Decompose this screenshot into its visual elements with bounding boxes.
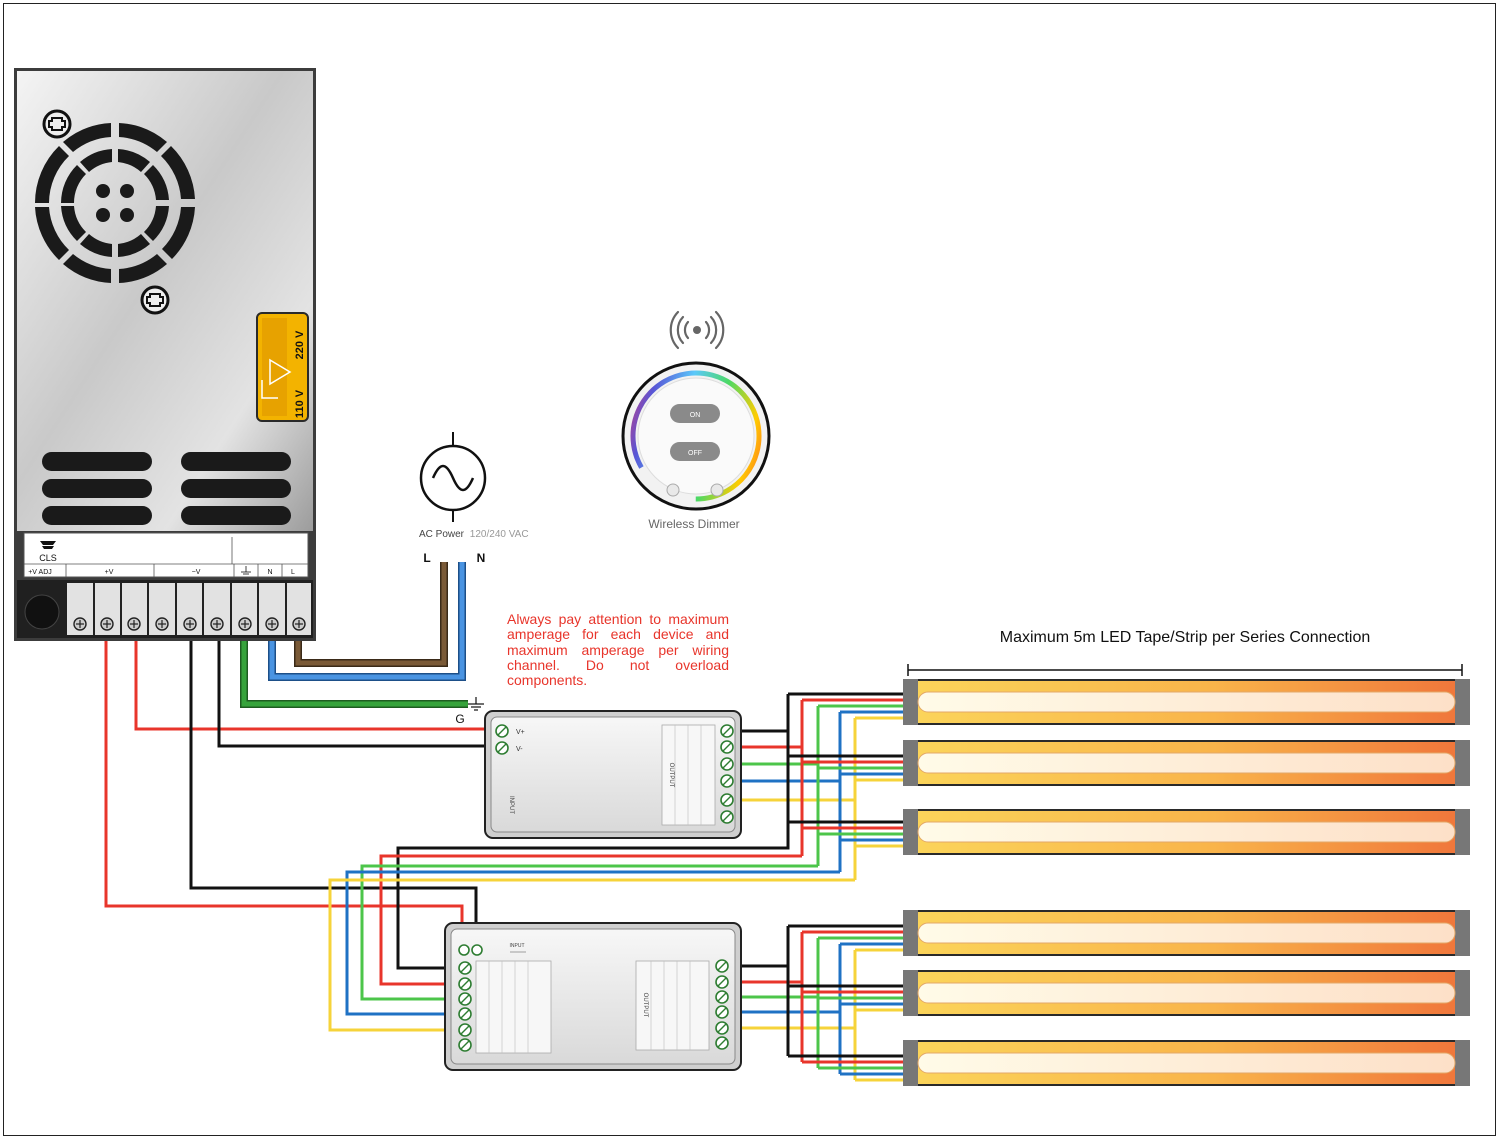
receiver-output-label: OUTPUT	[668, 763, 674, 788]
repeater-output-label: OUTPUT	[642, 993, 648, 1018]
terminal-block	[67, 583, 311, 635]
live-label: L	[423, 551, 430, 565]
terminal-screw-icon	[458, 944, 483, 956]
ac-voltage-label: 120/240 VAC	[470, 529, 529, 540]
ground-icon	[468, 697, 484, 711]
dimmer-high-button[interactable]	[710, 483, 724, 497]
receiver-vplus-label: V+	[516, 729, 525, 736]
vent-slots	[42, 452, 291, 525]
fan-grille-icon	[35, 123, 195, 283]
led-strip-5	[903, 970, 1470, 1016]
psu-positive-to-receiver	[134, 640, 500, 731]
power-supply: 220 V 110 V CLS +V ADJ +V −V N L	[14, 68, 316, 641]
svg-text:AC Power 120/240 VAC: AC Power 120/240 VAC	[419, 529, 529, 540]
dimmer-on-button[interactable]	[670, 404, 720, 423]
signal-repeater: INPUT OUTPUT	[444, 922, 742, 1071]
terminal-negative-label: −V	[192, 569, 201, 576]
receiver-vminus-label: V-	[516, 746, 523, 753]
ac-source: AC Power 120/240 VAC L N G	[419, 432, 529, 726]
voltage-high-label: 220 V	[294, 330, 306, 359]
led-strip-1	[903, 679, 1470, 725]
wireless-dimmer[interactable]: ON OFF Wireless Dimmer	[610, 310, 782, 531]
receiver-input-label: INPUT	[508, 796, 514, 814]
terminal-live-label: L	[291, 569, 295, 576]
terminal-labels: +V ADJ +V −V N L	[28, 569, 295, 576]
dimmer-low-button[interactable]	[666, 483, 680, 497]
psu-positive-to-repeater	[104, 640, 464, 940]
terminal-neutral-label: N	[267, 569, 272, 576]
ground-icon	[241, 566, 251, 575]
wireless-signal-icon	[669, 310, 725, 350]
led-strip-6	[903, 1040, 1470, 1086]
voltage-switch-icon[interactable]: 220 V 110 V	[256, 312, 309, 422]
dimmer-off-button[interactable]	[670, 442, 720, 461]
led-strip-4	[903, 910, 1470, 956]
dimmer-caption: Wireless Dimmer	[648, 517, 739, 531]
terminal-positive-label: +V	[105, 569, 114, 576]
voltage-low-label: 110 V	[294, 389, 306, 418]
ac-power-label: AC Power	[419, 529, 465, 540]
screw-icon	[42, 109, 72, 139]
psu-negative-to-repeater	[189, 640, 478, 940]
led-strip-2	[903, 740, 1470, 786]
page-border	[3, 3, 1496, 1136]
warning-note: Always pay attention to maximum amperage…	[507, 611, 729, 689]
terminal-adj-label: +V ADJ	[28, 569, 52, 576]
led-strip-3	[903, 809, 1470, 855]
ac-source-icon	[419, 444, 487, 512]
live-wire	[294, 562, 448, 667]
tape-length-indicator	[907, 664, 1463, 676]
repeater-input-label: INPUT	[510, 943, 525, 949]
tape-title: Maximum 5m LED Tape/Strip per Series Con…	[999, 629, 1371, 646]
adjust-pot[interactable]	[24, 594, 60, 630]
screw-icon	[140, 285, 170, 315]
brand-label: CLS	[39, 553, 57, 563]
dimmer-on-label: ON	[690, 412, 701, 419]
brand-logo: CLS	[39, 541, 57, 563]
psu-negative-to-receiver	[217, 640, 500, 748]
neutral-label: N	[477, 551, 486, 565]
ground-label: G	[455, 712, 464, 726]
dimmer-off-label: OFF	[688, 450, 702, 457]
dimmer-receiver: V+ V- INPUT OUTPUT	[484, 710, 742, 839]
